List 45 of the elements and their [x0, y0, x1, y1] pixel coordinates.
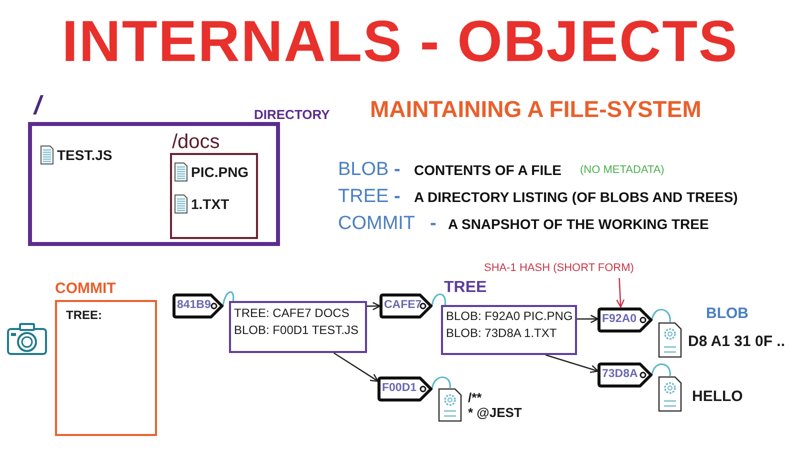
annotation: SHA-1 HASH (SHORT FORM): [484, 262, 662, 278]
tree-entry: BLOB: 73D8A 1.TXT: [446, 326, 557, 340]
file-name: PIC.PNG: [191, 164, 249, 180]
file-name: TEST.JS: [57, 147, 112, 163]
tree-field: TREE:: [66, 308, 102, 322]
folder-label: /docs: [172, 131, 220, 154]
object-type-label: BLOB: [706, 305, 748, 322]
title: INTERNALS - OBJECTS: [60, 8, 740, 75]
definition: CONTENTS OF A FILE: [414, 162, 562, 178]
definition: A SNAPSHOT OF THE WORKING TREE: [448, 216, 709, 232]
term: BLOB: [338, 159, 389, 181]
dash: -: [394, 186, 400, 208]
term: COMMIT: [338, 213, 416, 235]
tree-object-box: [229, 301, 367, 353]
section-heading: MAINTAINING A FILE-SYSTEM: [370, 96, 702, 123]
hash-text: 841B9: [177, 299, 211, 311]
code-comment: /**: [468, 390, 482, 405]
arrow: [546, 354, 599, 374]
document-icon: [658, 322, 682, 358]
directory-label: DIRECTORY: [254, 107, 330, 122]
root-folder-label: /: [34, 90, 42, 121]
term: TREE: [338, 186, 389, 208]
dash: -: [394, 159, 400, 181]
code-comment: * @JEST: [468, 405, 522, 420]
file-name: 1.TXT: [191, 196, 230, 212]
file-content: HELLO: [692, 388, 743, 405]
hash-text: F00D1: [382, 382, 417, 394]
document-icon: [658, 376, 682, 412]
arrow: [334, 352, 379, 382]
document-icon: [438, 388, 462, 422]
tree-entry: BLOB: F92A0 PIC.PNG: [446, 309, 573, 323]
tree-entry: BLOB: F00D1 TEST.JS: [234, 323, 358, 337]
arrow: [367, 302, 381, 310]
hash-text: CAFE7: [384, 299, 422, 311]
definition: A DIRECTORY LISTING (OF BLOBS AND TREES): [414, 189, 738, 205]
note: (NO METADATA): [580, 164, 664, 176]
file-content: D8 A1 31 0F ..: [688, 333, 785, 350]
arrow: [616, 278, 625, 308]
hash-text: 73D8A: [602, 368, 638, 380]
hash-text: F92A0: [602, 313, 637, 325]
tree-entry: TREE: CAFE7 DOCS: [234, 306, 350, 320]
dash: -: [430, 213, 436, 235]
arrow: [577, 314, 599, 324]
tree-heading: TREE: [444, 279, 487, 297]
commit-heading: COMMIT: [55, 280, 116, 297]
